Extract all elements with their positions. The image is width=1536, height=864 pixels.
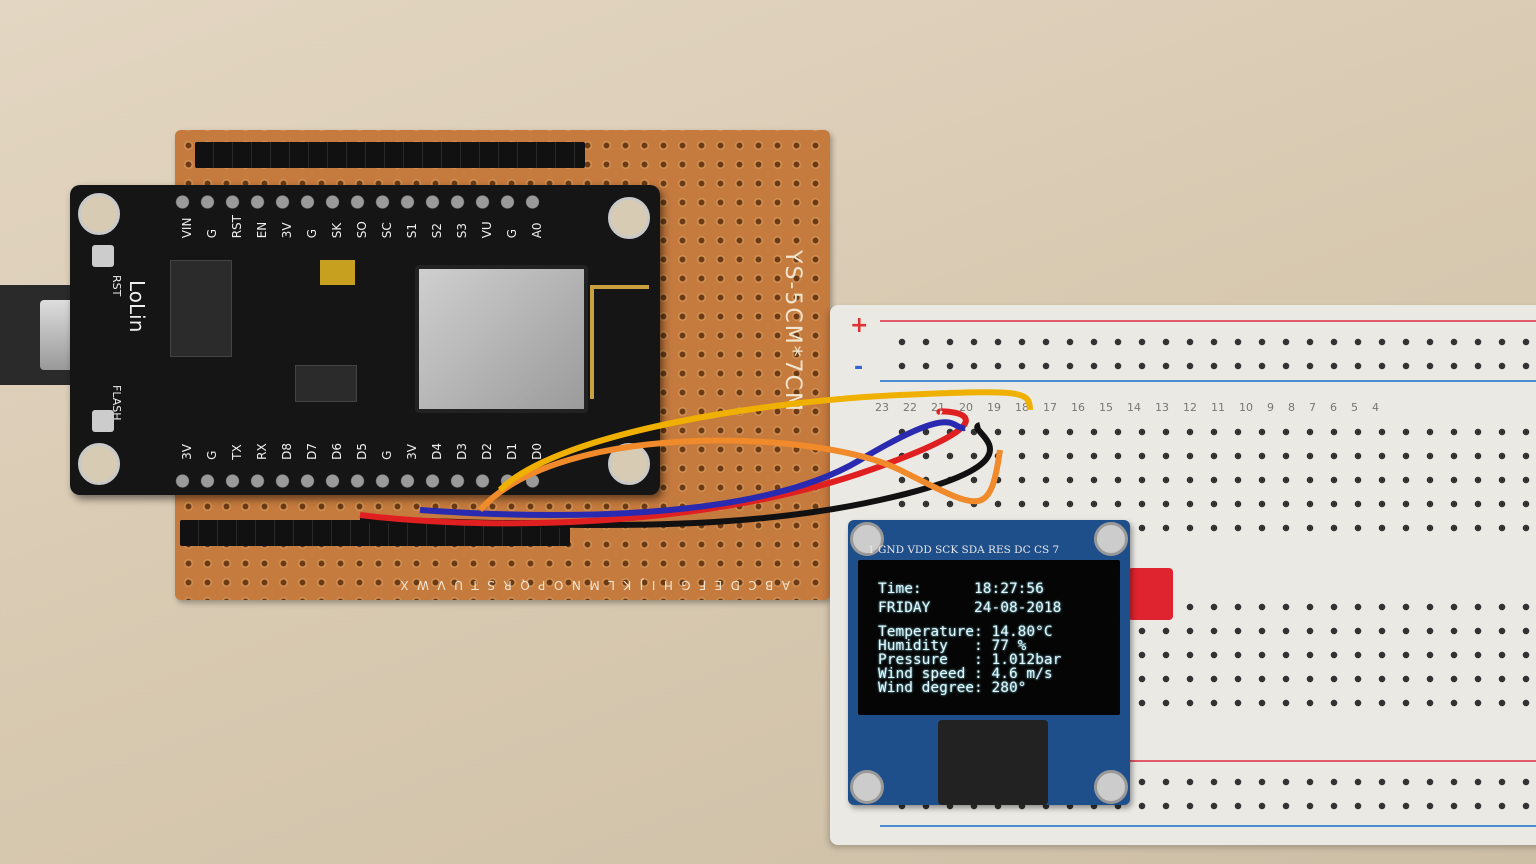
column-number: 20 <box>959 401 973 414</box>
column-number: 14 <box>1127 401 1141 414</box>
oled-line-humidity: Humidity : 77 % <box>878 638 1027 654</box>
column-number: 12 <box>1183 401 1197 414</box>
mounting-hole <box>608 197 650 239</box>
power-rail-holes <box>890 330 1536 375</box>
esp8266-module <box>415 265 588 413</box>
oled-line-date: FRIDAY 24-08-2018 <box>878 600 1062 616</box>
screen-protector-tab <box>1128 568 1173 620</box>
mounting-hole <box>1094 522 1128 556</box>
mounting-hole <box>1094 770 1128 804</box>
voltage-regulator <box>295 365 357 402</box>
plus-rail-label: + <box>850 313 869 338</box>
top-female-header <box>195 142 585 168</box>
mounting-hole <box>850 522 884 556</box>
oled-ribbon-cable <box>938 720 1048 805</box>
oled-pin-labels: 1 GND VDD SCK SDA RES DC CS 7 <box>868 544 1060 556</box>
column-number: 15 <box>1099 401 1113 414</box>
wire-yellow <box>497 389 1033 493</box>
capacitor <box>320 260 355 285</box>
oled-line-wind-speed: Wind speed : 4.6 m/s <box>878 666 1053 682</box>
pcb-antenna <box>590 285 649 399</box>
wire-blue <box>419 419 966 518</box>
column-number: 8 <box>1288 401 1295 414</box>
column-number: 10 <box>1239 401 1253 414</box>
oled-line-wind-degree: Wind degree: 280° <box>878 680 1027 696</box>
plus-rail-line <box>880 320 1536 322</box>
wire-orange <box>477 437 1003 512</box>
top-pin-row <box>170 191 550 213</box>
minus-rail-line <box>880 380 1536 382</box>
oled-line-time: Time: 18:27:56 <box>878 581 1044 597</box>
column-number: 21 <box>931 401 945 414</box>
column-number: 4 <box>1372 401 1379 414</box>
rst-label: RST <box>110 275 123 297</box>
mounting-hole <box>78 443 120 485</box>
oled-line-temperature: Temperature: 14.80°C <box>878 624 1053 640</box>
oled-module: 1 GND VDD SCK SDA RES DC CS 7 Time: 18:2… <box>848 520 1130 805</box>
column-number: 16 <box>1071 401 1085 414</box>
mounting-hole <box>78 193 120 235</box>
rst-button[interactable] <box>92 245 114 267</box>
bottom-pin-row <box>170 470 550 492</box>
column-number: 9 <box>1267 401 1274 414</box>
column-number: 18 <box>1015 401 1029 414</box>
column-number: 5 <box>1351 401 1358 414</box>
perfboard-label: YS-5CM*7CM <box>780 250 805 414</box>
wire-red <box>359 408 969 527</box>
oled-screen: Time: 18:27:56 FRIDAY 24-08-2018 Tempera… <box>858 560 1120 715</box>
column-number: 22 <box>903 401 917 414</box>
column-number: 23 <box>875 401 889 414</box>
usb-serial-chip <box>170 260 232 357</box>
mounting-hole <box>850 770 884 804</box>
oled-line-pressure: Pressure : 1.012bar <box>878 652 1062 668</box>
bottom-female-header <box>180 520 570 546</box>
minus-rail-label: - <box>854 355 864 380</box>
plus-rail-line-bottom <box>880 760 1536 762</box>
column-number: 13 <box>1155 401 1169 414</box>
column-number: 19 <box>987 401 1001 414</box>
lolin-logo: LoLin <box>125 280 149 333</box>
column-number: 7 <box>1309 401 1316 414</box>
column-number: 11 <box>1211 401 1225 414</box>
column-number: 17 <box>1043 401 1057 414</box>
minus-rail-line-bottom <box>880 825 1536 827</box>
column-number: 6 <box>1330 401 1337 414</box>
flash-button[interactable] <box>92 410 114 432</box>
column-numbers: 23 22 21 20 19 18 17 16 15 14 13 12 11 10 9 8 7 6 5 4 <box>875 401 1379 414</box>
